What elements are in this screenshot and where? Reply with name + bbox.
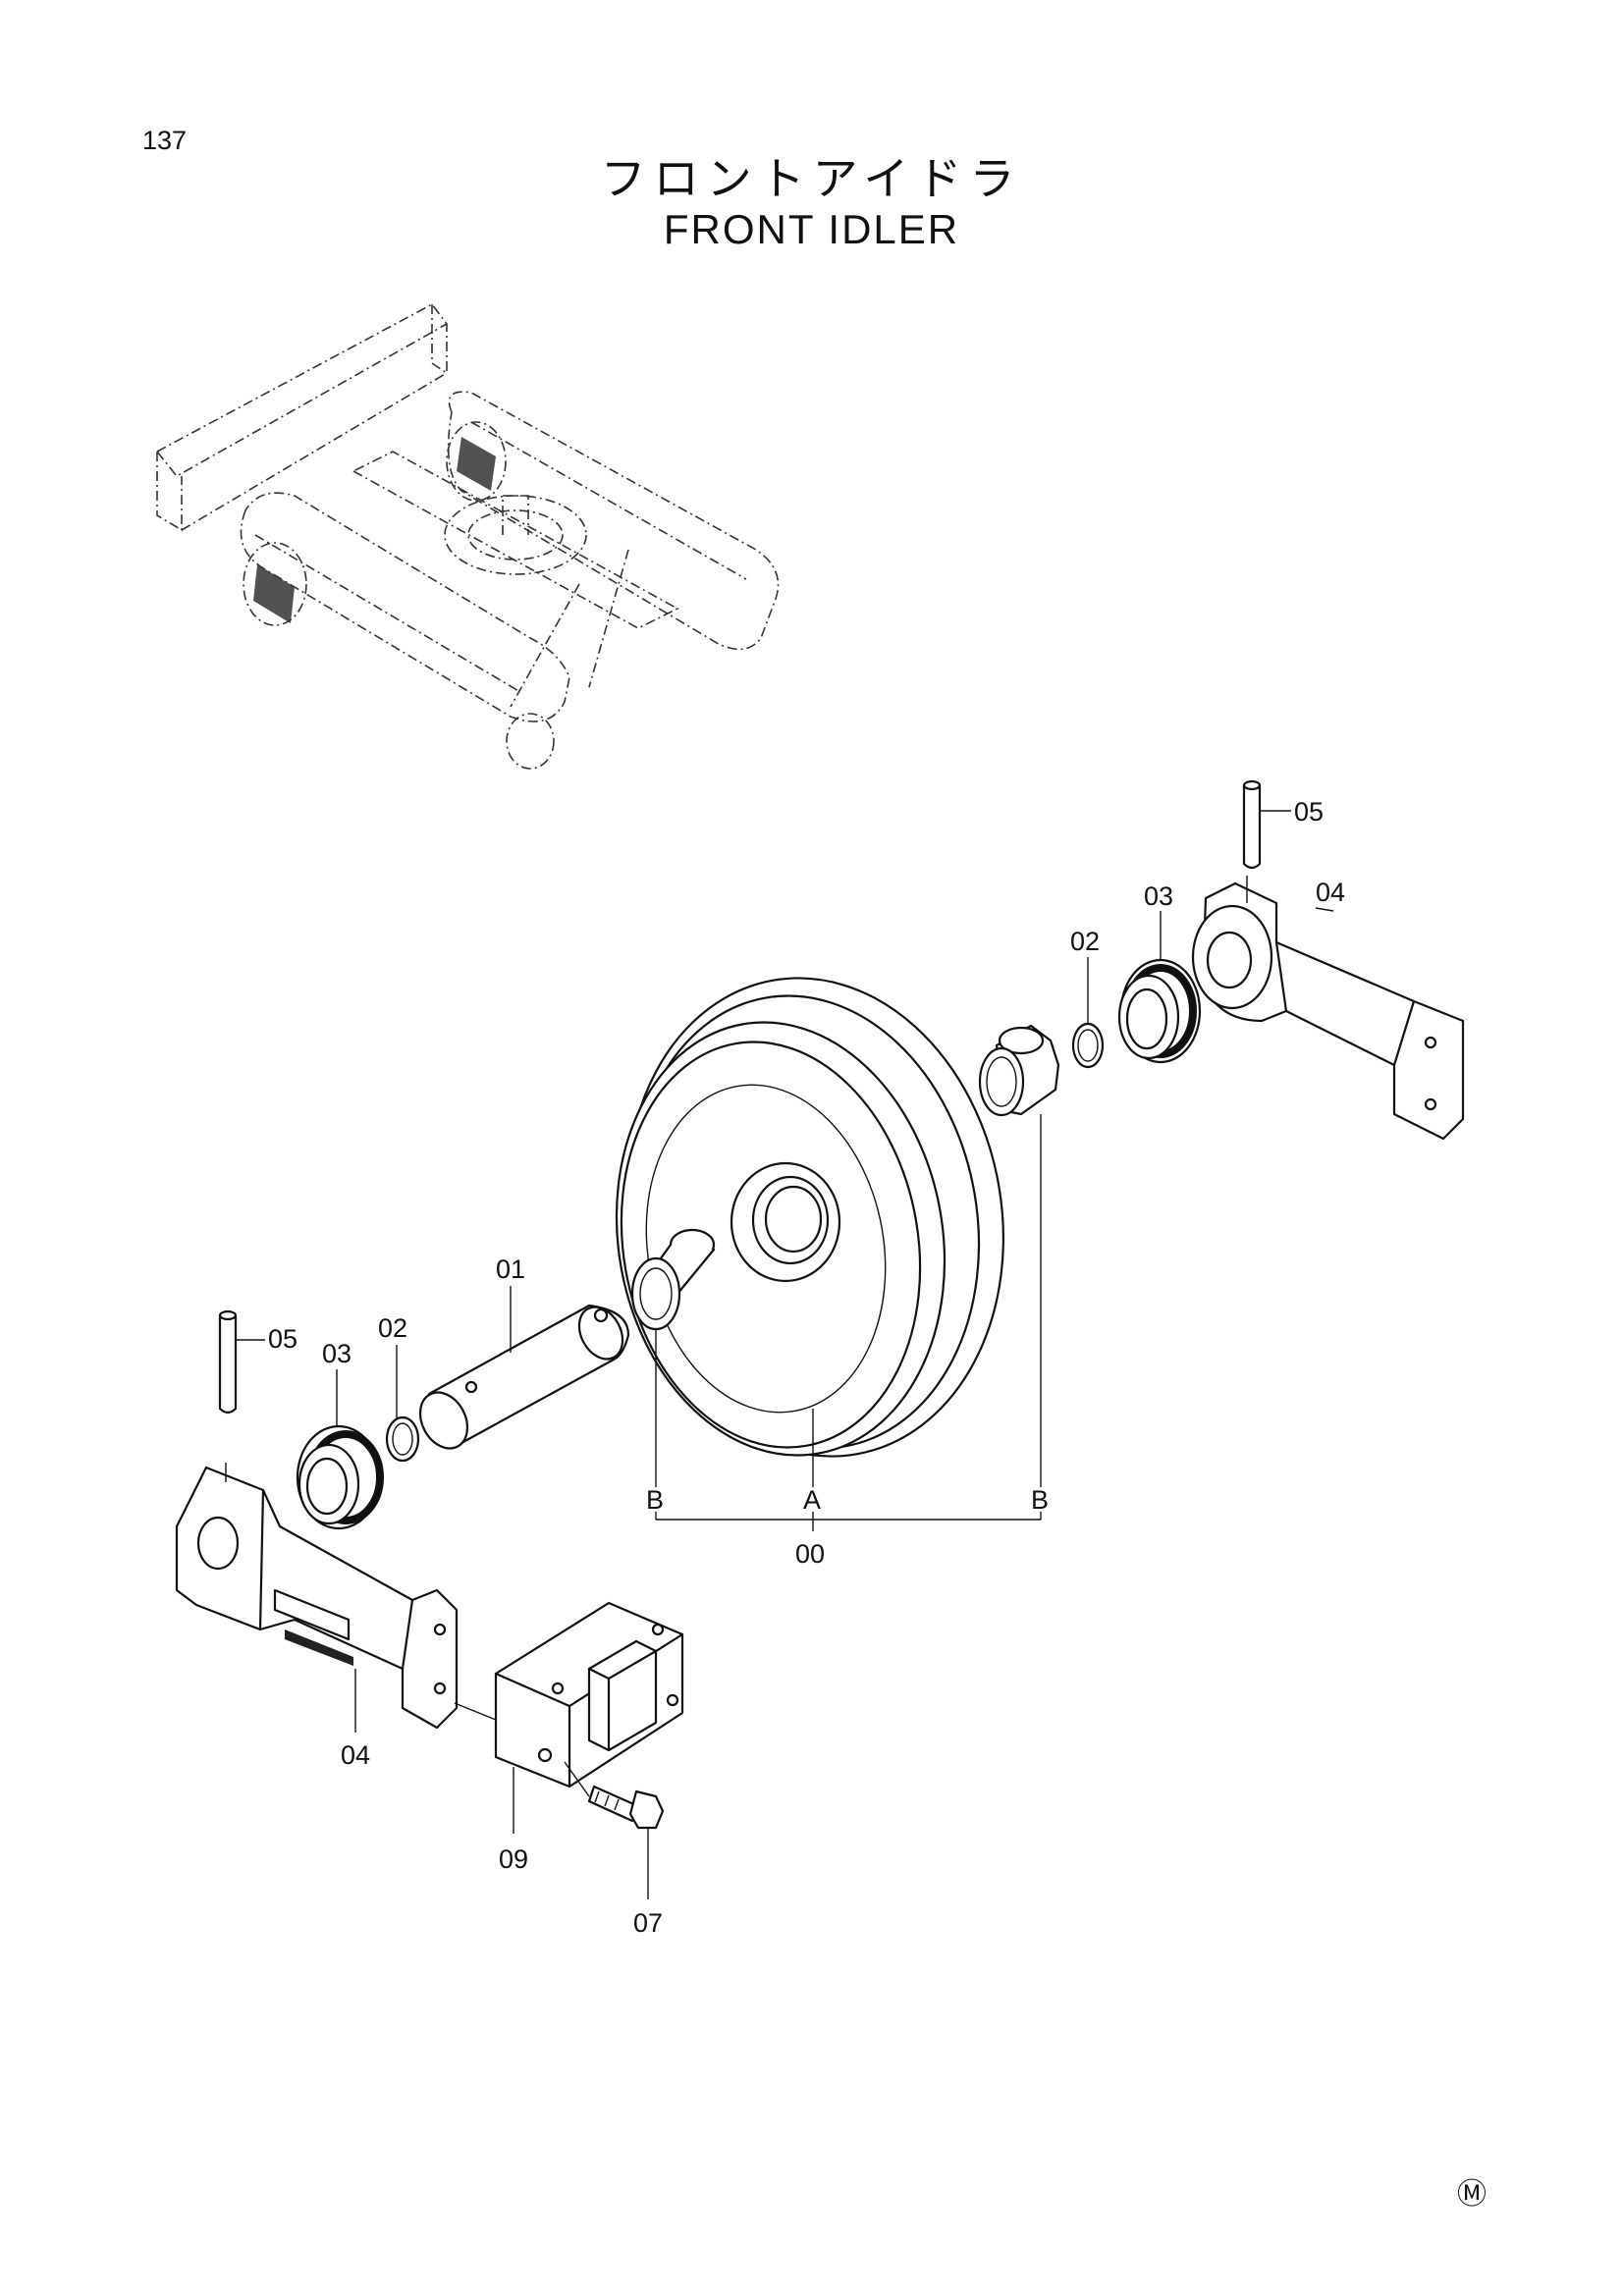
seal-03-right bbox=[1117, 911, 1202, 1064]
seal-03-left bbox=[296, 1369, 384, 1530]
bushing-b-right bbox=[978, 1024, 1060, 1487]
shaft-01 bbox=[418, 1286, 630, 1450]
label-03-left: 03 bbox=[322, 1339, 352, 1368]
idler-support-04-left bbox=[175, 1463, 459, 1733]
label-00: 00 bbox=[795, 1539, 825, 1569]
o-ring-02-left bbox=[385, 1345, 420, 1463]
label-02-left: 02 bbox=[378, 1313, 407, 1343]
title-japanese: フロントアイドラ bbox=[600, 152, 1023, 205]
label-04-right: 04 bbox=[1316, 878, 1345, 907]
label-05-left: 05 bbox=[268, 1324, 298, 1354]
label-03-right: 03 bbox=[1144, 881, 1173, 911]
idler-support-04-right bbox=[1191, 876, 1465, 1141]
idler-wheel-a bbox=[615, 977, 1004, 1487]
undercarriage-overview bbox=[155, 302, 780, 770]
label-04-left: 04 bbox=[341, 1740, 370, 1770]
pin-05-left bbox=[218, 1309, 265, 1415]
title-english: FRONT IDLER bbox=[663, 206, 960, 252]
label-b-right: B bbox=[1031, 1485, 1049, 1515]
label-09: 09 bbox=[499, 1844, 528, 1874]
label-02-right: 02 bbox=[1070, 927, 1100, 956]
o-ring-02-right bbox=[1071, 957, 1105, 1069]
m-mark: Ⓜ bbox=[1457, 2177, 1487, 2212]
pin-05-right bbox=[1242, 779, 1291, 870]
label-01: 01 bbox=[496, 1255, 525, 1284]
label-05-right: 05 bbox=[1294, 797, 1324, 827]
label-07: 07 bbox=[633, 1908, 663, 1938]
bolt-07 bbox=[564, 1761, 665, 1899]
bushing-b-left bbox=[630, 1228, 716, 1487]
assembly-bracket-00 bbox=[655, 1512, 1042, 1531]
page-number: 137 bbox=[142, 126, 188, 155]
block-09 bbox=[454, 1601, 684, 1834]
label-a: A bbox=[803, 1485, 821, 1515]
label-b-left: B bbox=[646, 1485, 664, 1515]
